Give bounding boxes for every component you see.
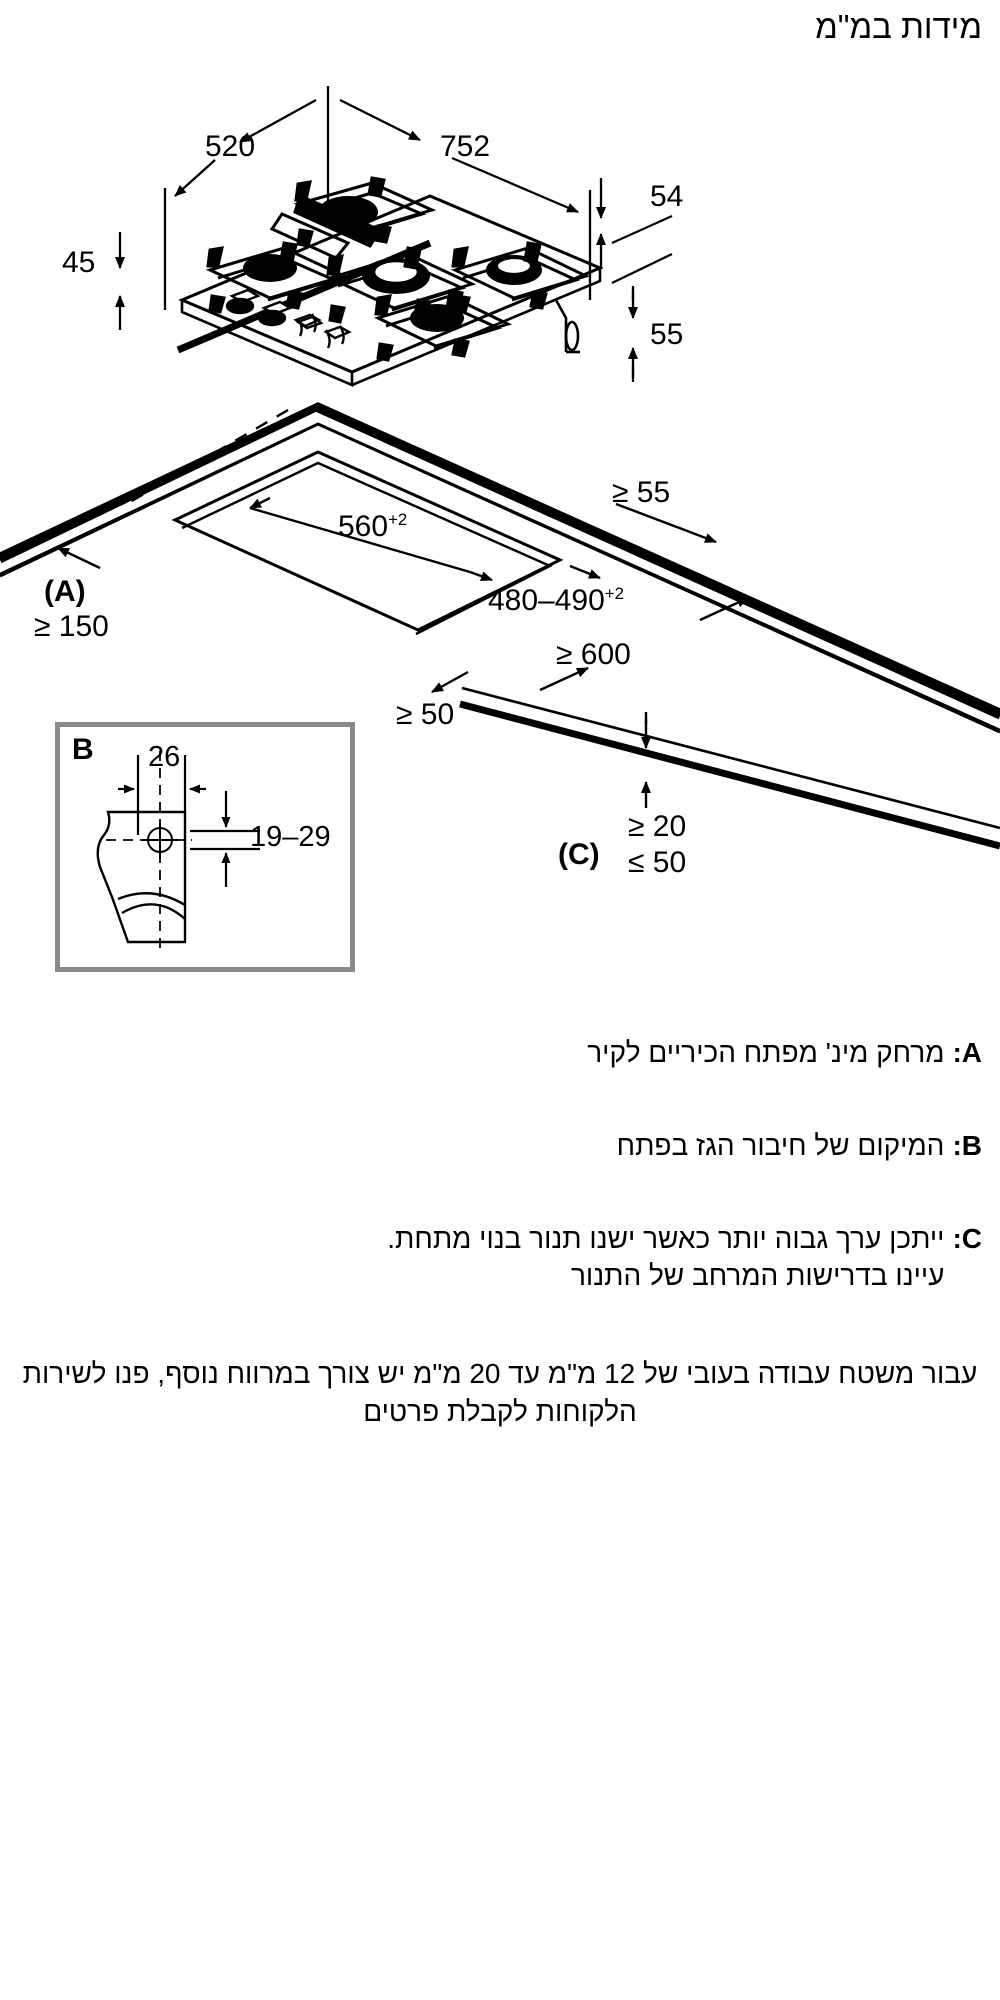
label-thickness-key: (C): [558, 838, 600, 871]
dimension-wall-distance: ≥ 150: [34, 610, 109, 643]
dimension-width-front: 752: [440, 130, 491, 163]
dimension-width-back: 520: [205, 130, 256, 163]
dimension-right-lower: 55: [650, 318, 684, 351]
legend-item-c: C: ייתכן ערך גבוה יותר כאשר ישנו תנור בנ…: [18, 1221, 982, 1295]
dimension-thickness-min: ≥ 20: [628, 810, 687, 843]
cutout-depth-value: 480–490: [488, 584, 605, 617]
detail-b-horizontal: 26: [148, 741, 181, 773]
dimension-cutout-depth: 480–490+2: [488, 584, 624, 617]
cutout-width-value: 560: [338, 510, 389, 543]
dimension-cutout-width: 560+2: [338, 510, 408, 543]
footnote: עבור משטח עבודה בעובי של 12 מ"מ עד 20 מ"…: [22, 1358, 978, 1427]
detail-b-vertical: 19–29: [250, 821, 331, 853]
legend-item-a: A: מרחק מינ' מפתח הכיריים לקיר: [18, 1035, 982, 1072]
dimension-rear-clearance: ≥ 55: [612, 476, 671, 509]
legend-text-c: ייתכן ערך גבוה יותר כאשר ישנו תנור בנוי …: [387, 1222, 945, 1291]
cutout-depth-tolerance: +2: [604, 584, 624, 603]
dimension-thickness-max: ≤ 50: [628, 846, 687, 879]
legend-text-a: מרחק מינ' מפתח הכיריים לקיר: [587, 1037, 945, 1068]
detail-b-drawing: [96, 751, 260, 949]
legend-item-b: B: המיקום של חיבור הגז בפתח: [18, 1128, 982, 1165]
legend-text-b: המיקום של חיבור הגז בפתח: [616, 1129, 945, 1161]
dimension-worktop-depth: ≥ 600: [556, 638, 631, 671]
legend-key-b: B:: [952, 1129, 982, 1161]
label-wall-distance-key: (A): [44, 575, 86, 608]
page-title: מידות במ"מ: [815, 8, 982, 45]
legend: A: מרחק מינ' מפתח הכיריים לקיר B: המיקום…: [0, 1035, 1000, 1351]
detail-b-key: B: [72, 733, 94, 766]
dimension-left-height: 45: [62, 246, 96, 279]
legend-key-c: C:: [952, 1222, 982, 1254]
cutout-width-tolerance: +2: [388, 510, 408, 529]
legend-key-a: A:: [952, 1037, 982, 1068]
dimension-side-clearance: ≥ 50: [396, 698, 455, 731]
dimension-right-upper: 54: [650, 180, 684, 213]
detail-box-b: B: [55, 722, 355, 972]
